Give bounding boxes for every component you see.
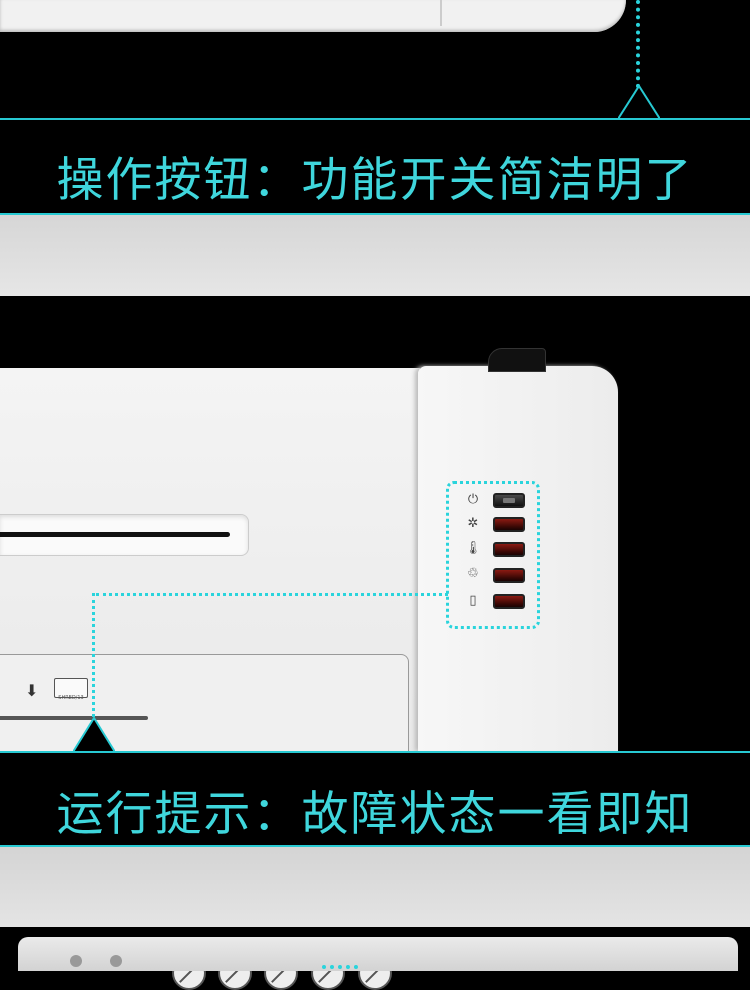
shredder-top-edge <box>0 0 626 32</box>
shredder-top-crease <box>440 0 442 26</box>
front-label-panel <box>0 654 409 752</box>
lower-slot-opening <box>0 716 148 720</box>
pointer-triangle-2 <box>73 716 115 753</box>
caption2-divider-top-left <box>0 751 76 753</box>
indicator-overheat <box>493 542 525 557</box>
pointer-triangle <box>618 84 660 120</box>
indicator-paper-jam <box>493 594 525 609</box>
power-icon: ⏻ <box>467 492 479 507</box>
product-photo-bottom <box>0 927 750 971</box>
paper-feed-slot-opening <box>0 532 230 537</box>
caption-operation-buttons: 操作按钮：功能开关简洁明了 <box>56 153 694 208</box>
separator-band <box>0 215 750 296</box>
fan-icon: ✲ <box>467 516 479 531</box>
screw-mid <box>110 955 122 967</box>
paper-jam-icon: ▯ <box>469 593 477 608</box>
indicator-panel <box>446 481 540 629</box>
caption-divider-bottom <box>0 213 750 215</box>
caption-divider-top-right <box>656 118 750 120</box>
product-photo-top <box>0 0 750 120</box>
caption2-divider-bottom <box>0 845 750 847</box>
bin-icon: ♲ <box>467 566 479 581</box>
shredder-handle <box>488 348 546 372</box>
pointer-dotted-line <box>636 0 640 88</box>
screw-left <box>70 955 82 967</box>
pointer-dotted-vertical <box>92 593 95 723</box>
arrow-down-icon: ⬇ <box>25 681 39 700</box>
separator-band-2 <box>0 847 750 927</box>
shredder-panel-block <box>418 366 618 751</box>
product-photo-panel: ⬇ SHRED/13 ⏻ ✲ 🌡 ♲ ▯ <box>0 296 750 990</box>
caption2-band <box>0 753 750 845</box>
pointer-dotted-bottom <box>322 965 358 969</box>
shredder-bottom-edge <box>18 937 738 971</box>
thermometer-icon: 🌡 <box>464 541 482 556</box>
card-slot <box>54 678 88 698</box>
power-button[interactable] <box>493 493 525 508</box>
pointer-dotted-horizontal <box>96 593 448 596</box>
caption2-divider-top-right <box>112 751 750 753</box>
indicator-overload <box>493 517 525 532</box>
caption-running-status: 运行提示：故障状态一看即知 <box>56 787 694 842</box>
caption-divider-top <box>0 118 622 120</box>
indicator-bin-full <box>493 568 525 583</box>
card-slot-label: SHRED/13 <box>58 695 84 701</box>
